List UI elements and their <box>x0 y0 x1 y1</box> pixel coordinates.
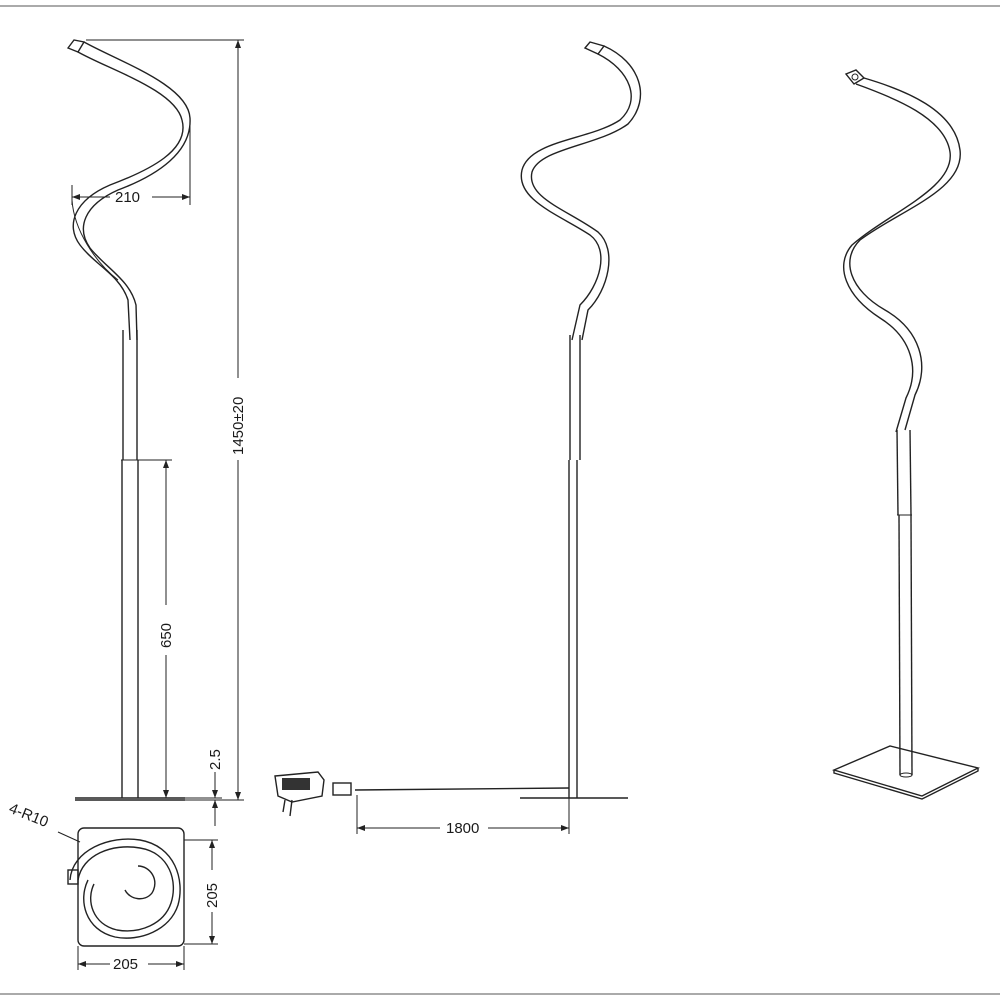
spiral-ribbon-inner <box>82 41 191 341</box>
dim-depth-arrow-bottom <box>209 936 215 944</box>
base-plate-right-thickness <box>833 768 979 800</box>
dim-210-label: 210 <box>115 189 140 206</box>
dim-width-arrow-right <box>176 961 184 967</box>
dim-width-arrow-left <box>78 961 86 967</box>
spiral-right-outer <box>849 77 961 431</box>
spiral-plan-curl <box>124 865 156 900</box>
dim-total-label: 1450±20 <box>230 397 247 455</box>
dim-650-arrow-bottom <box>163 790 169 798</box>
dim-210-arrow-right <box>182 194 190 200</box>
base-plate-right <box>831 745 981 797</box>
spiral-ribbon-outer <box>72 51 184 341</box>
spiral-ribbon-back <box>71 199 119 281</box>
top-view-base: 4-R10 205 205 <box>7 800 221 973</box>
dim-depth-arrow-top <box>209 840 215 848</box>
power-cable <box>354 787 570 791</box>
spiral-mid-outer <box>520 53 632 341</box>
top-cap-right <box>844 69 866 85</box>
power-adapter-prongs <box>282 799 293 817</box>
radius-label: 4-R10 <box>7 800 51 831</box>
lower-tube-right-right <box>910 514 913 776</box>
dim-width-label: 205 <box>113 956 138 973</box>
dim-650-label: 650 <box>158 623 175 648</box>
dim-210-arrow-left <box>72 194 80 200</box>
side-view-dimensioned: 210 1450±20 650 2.5 <box>66 39 247 826</box>
top-cap-hole <box>851 73 859 81</box>
spiral-plan-outer <box>69 838 181 939</box>
tube-foot-right <box>899 772 913 778</box>
upper-tube-right-right <box>909 429 912 516</box>
dim-cable-arrow-left <box>357 825 365 831</box>
perspective-view <box>831 69 981 800</box>
power-adapter <box>274 771 325 803</box>
top-cap-mid <box>583 41 606 55</box>
spiral-plan-inner <box>77 846 175 932</box>
dim-base-arrow-bottom <box>212 800 218 808</box>
dim-depth-label: 205 <box>204 883 221 908</box>
dim-total-arrow-top <box>235 40 241 48</box>
lower-tube-right-left <box>898 514 901 776</box>
base-plan-square <box>77 827 185 947</box>
power-adapter-dark <box>282 778 310 790</box>
dim-650-arrow-top <box>163 460 169 468</box>
spiral-right-inner <box>843 83 951 433</box>
radius-leader <box>57 831 81 843</box>
dim-base-label: 2.5 <box>207 749 224 770</box>
dim-base-arrow-top <box>212 790 218 798</box>
spiral-plan-end <box>67 869 79 885</box>
upper-tube-right-left <box>896 429 899 516</box>
top-cap <box>66 39 86 53</box>
dim-cable-label: 1800 <box>446 820 479 837</box>
spiral-mid-inner <box>530 45 642 341</box>
dim-total-arrow-bottom <box>235 792 241 800</box>
side-view-cable: 1800 <box>274 41 642 837</box>
dim-cable-arrow-right <box>561 825 569 831</box>
cable-connector <box>332 782 352 796</box>
